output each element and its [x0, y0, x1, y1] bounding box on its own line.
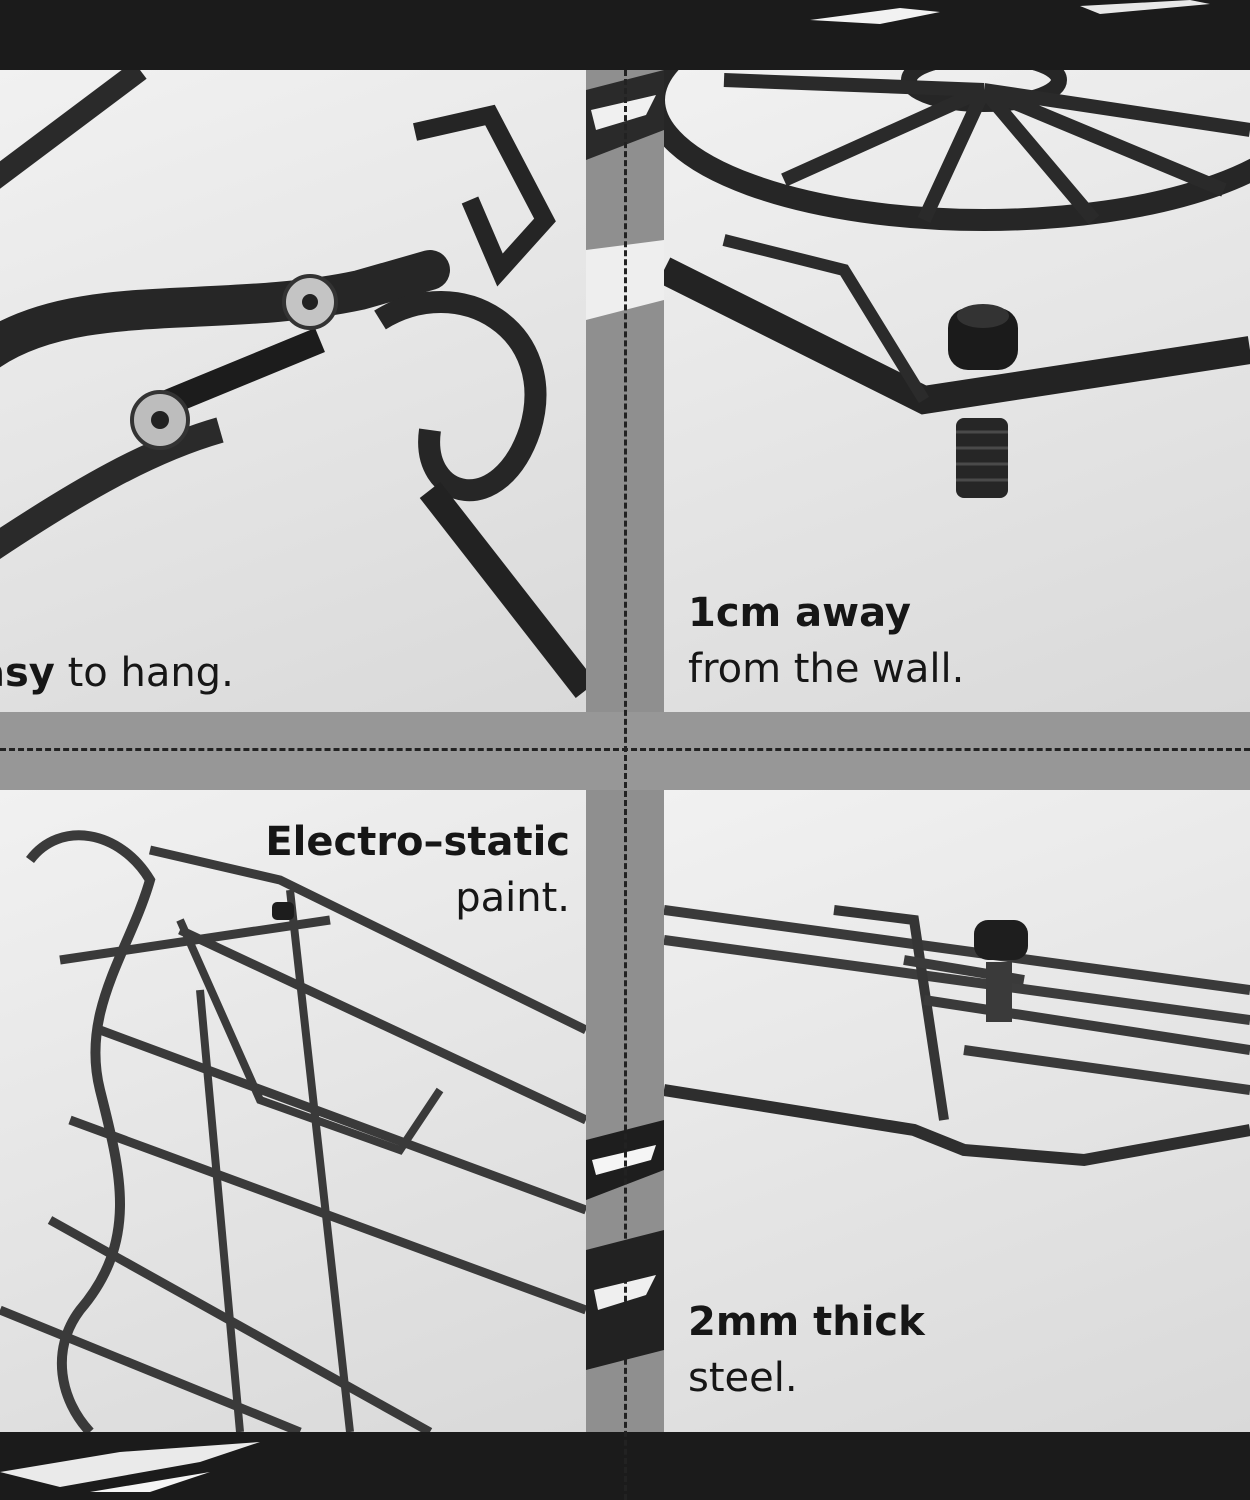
photo-2mm-thick: 2mm thick steel.: [664, 790, 1250, 1432]
easy-to-hang-text: to hang.: [54, 650, 234, 696]
easy-to-hang-bold: asy: [0, 650, 55, 696]
photo-1cm-away: 1cm away from the wall.: [664, 70, 1250, 712]
steel-profile-illustration: [664, 905, 1250, 1167]
painted-map-illustration: [0, 830, 586, 1432]
easy-to-hang-caption: asy to hang.: [0, 645, 234, 701]
electro-static-text: paint.: [455, 875, 570, 921]
top-ink-band: [0, 0, 1250, 70]
2mm-thick-caption: 2mm thick steel.: [688, 1294, 925, 1406]
photo-easy-to-hang: asy to hang.: [0, 70, 586, 712]
vertical-dashed-cut-line: [624, 70, 627, 1500]
brush-stroke-top: [810, 0, 1210, 24]
2mm-thick-text: steel.: [688, 1355, 798, 1401]
photo-electro-static-paint: Electro–static paint.: [0, 790, 586, 1432]
2mm-thick-bold: 2mm thick: [688, 1299, 925, 1345]
hanging-bracket-illustration: [0, 70, 586, 698]
standoff-screw-illustration: [664, 70, 1250, 498]
electro-static-caption: Electro–static paint.: [265, 814, 570, 926]
horizontal-dashed-cut-line: [0, 748, 1250, 751]
electro-static-bold: Electro–static: [265, 819, 570, 865]
1cm-away-caption: 1cm away from the wall.: [688, 585, 964, 697]
brush-stroke-bottom: [0, 1442, 260, 1492]
1cm-away-bold: 1cm away: [688, 590, 911, 636]
1cm-away-text: from the wall.: [688, 646, 965, 692]
